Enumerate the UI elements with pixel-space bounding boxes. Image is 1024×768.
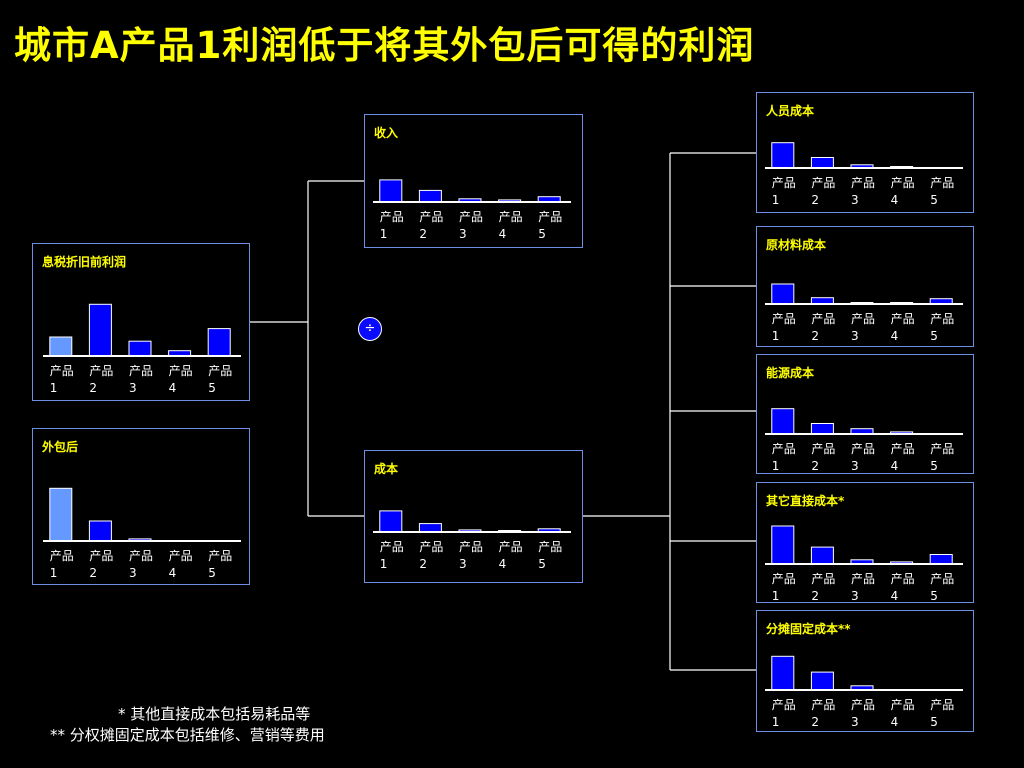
- panel-title: 外包后: [42, 440, 79, 454]
- chart-bar: [810, 157, 834, 169]
- chart-bar: [771, 283, 795, 305]
- chart-bar: [418, 523, 442, 533]
- chart-bar: [810, 423, 834, 435]
- page-title: 城市A产品1利润低于将其外包后可得的利润: [14, 24, 755, 67]
- footnote-1: * 其他直接成本包括易耗品等: [118, 705, 311, 723]
- panel-title: 其它直接成本*: [766, 494, 845, 508]
- chart-bar: [88, 520, 112, 542]
- panel-title: 原材料成本: [766, 238, 827, 252]
- footnote-2: ** 分权摊固定成本包括维修、营销等费用: [50, 726, 325, 744]
- chart-bar: [49, 336, 73, 357]
- panel-title: 成本: [374, 462, 399, 476]
- panel-title: 收入: [374, 126, 399, 140]
- chart-bar: [771, 655, 795, 691]
- chart-bar: [771, 525, 795, 565]
- chart-bar: [379, 179, 403, 203]
- chart-bar: [771, 408, 795, 435]
- chart-bar: [49, 487, 73, 542]
- chart-bar: [128, 340, 152, 357]
- panel-title: 息税折旧前利润: [42, 255, 127, 269]
- chart-bar: [810, 546, 834, 565]
- divide-operator: ÷: [358, 317, 382, 341]
- footnotes: * 其他直接成本包括易耗品等 ** 分权摊固定成本包括维修、营销等费用: [50, 704, 325, 746]
- chart-bar: [88, 303, 112, 357]
- chart-bar: [207, 328, 231, 357]
- chart-bar: [810, 671, 834, 691]
- panel-title: 分摊固定成本**: [766, 622, 851, 636]
- chart-bar: [929, 554, 953, 565]
- chart-bar: [418, 189, 442, 203]
- chart-bar: [379, 510, 403, 533]
- panel-title: 能源成本: [766, 366, 815, 380]
- chart-bar: [771, 142, 795, 169]
- panel-title: 人员成本: [766, 104, 815, 118]
